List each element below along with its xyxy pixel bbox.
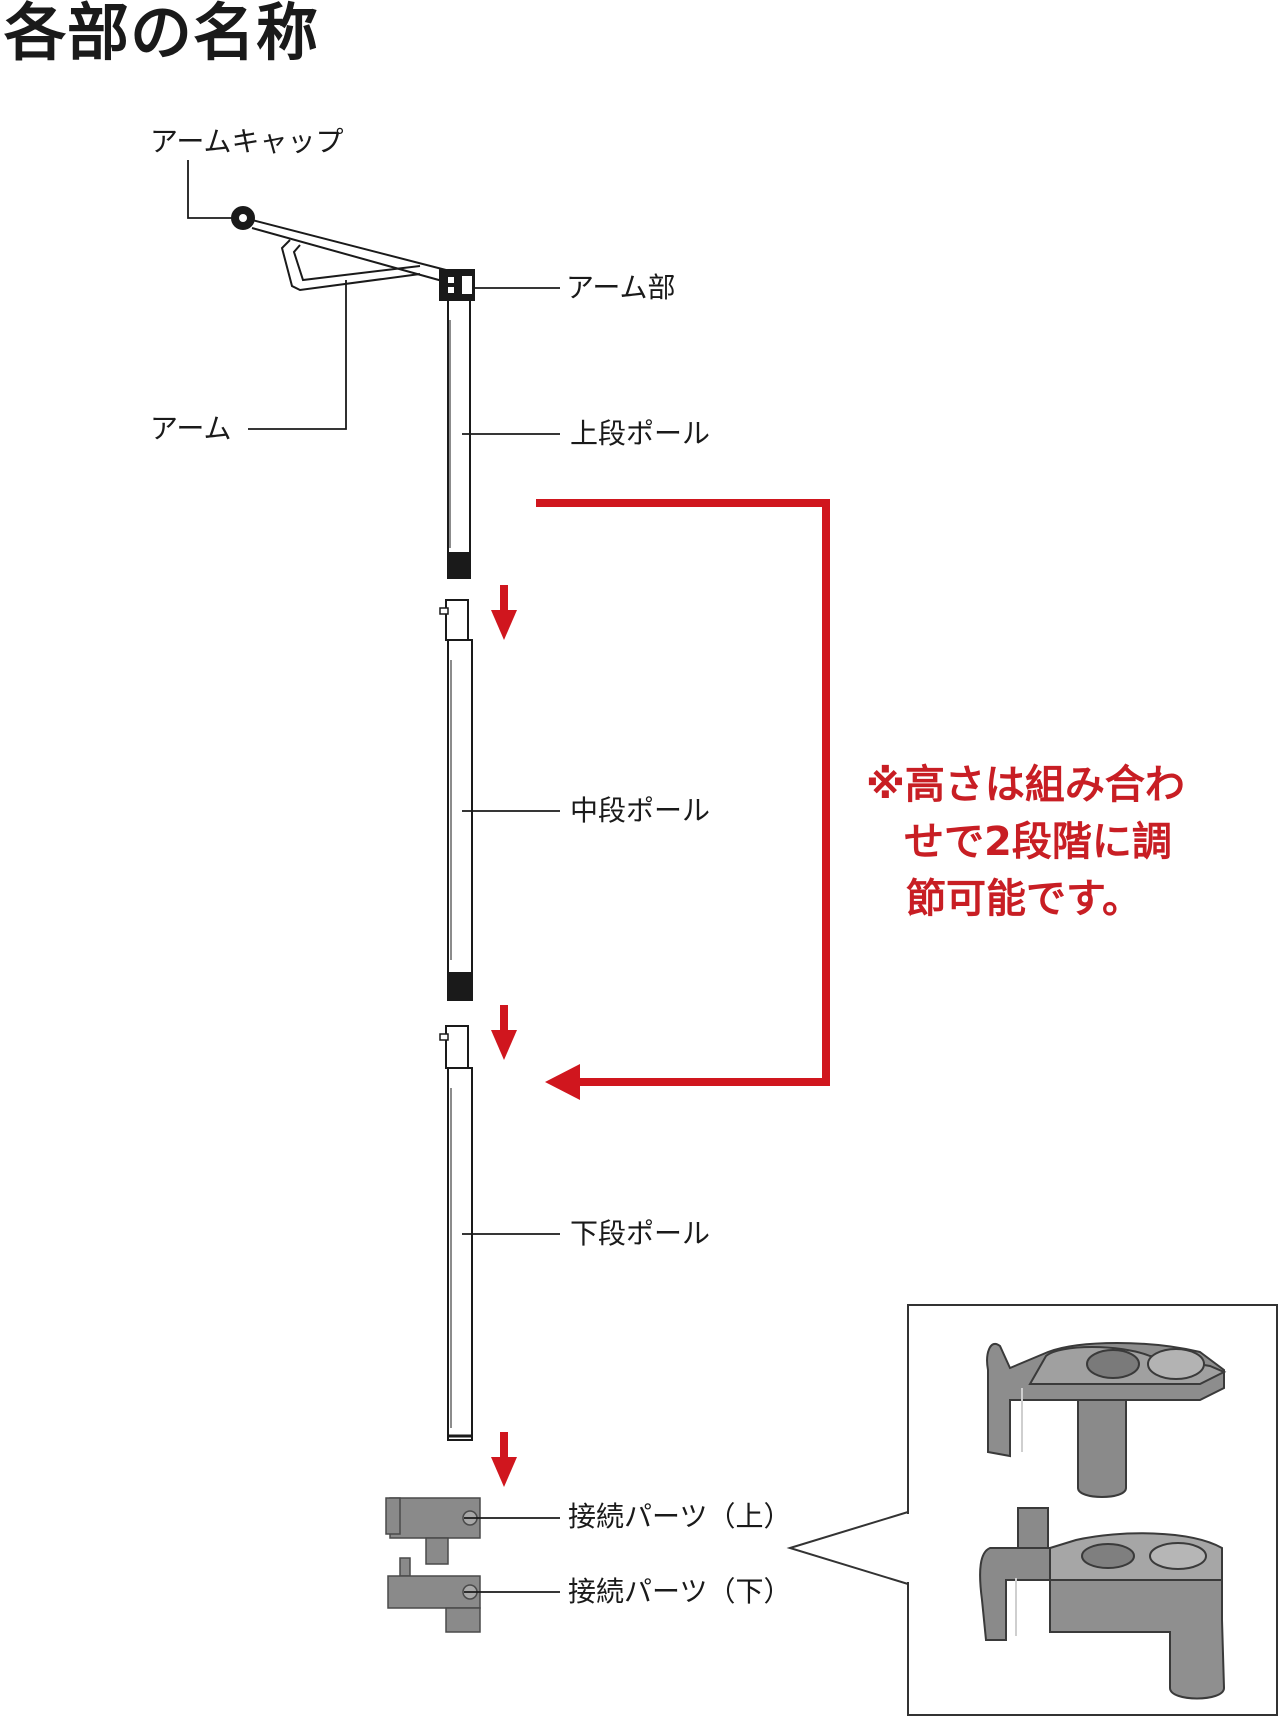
upper-pole [447, 299, 471, 579]
label-connector-upper: 接続パーツ（上） [568, 1500, 792, 1533]
note-line-3: 節可能です。 [906, 876, 1142, 922]
note-line-2: せで2段階に調 [904, 819, 1172, 865]
arm-rod [251, 219, 447, 283]
middle-pole [439, 599, 473, 1001]
arm-joint-block [439, 269, 475, 301]
lower-pole [439, 1025, 473, 1441]
assembly-arrows [491, 585, 517, 1487]
down-arrow-3 [491, 1432, 517, 1487]
label-arm-joint: アーム部 [566, 271, 676, 304]
note-line-1: ※高さは組み合わ [866, 762, 1185, 808]
connector-upper-detail [986, 1342, 1227, 1498]
height-adjust-note: ※高さは組み合わ せで2段階に調 節可能です。 [866, 757, 1226, 928]
label-arm-cap: アームキャップ [150, 125, 344, 158]
leader-lines [187, 160, 560, 1593]
label-connector-lower: 接続パーツ（下） [568, 1575, 792, 1608]
label-upper-pole: 上段ポール [570, 417, 711, 450]
height-adjust-bracket [536, 499, 830, 1100]
label-arm: アーム [150, 412, 232, 445]
label-middle-pole: 中段ポール [570, 794, 711, 827]
detail-callout [786, 1304, 1278, 1716]
connector-lower-detail [979, 1507, 1226, 1700]
page-title: 各部の名称 [4, 0, 320, 69]
arm-assembly [231, 206, 475, 301]
down-arrow-1 [491, 585, 517, 640]
connector-upper-small [385, 1497, 481, 1565]
down-arrow-2 [491, 1005, 517, 1060]
label-lower-pole: 下段ポール [570, 1217, 711, 1250]
arm-hook [280, 239, 421, 292]
connector-lower-small [387, 1557, 481, 1633]
